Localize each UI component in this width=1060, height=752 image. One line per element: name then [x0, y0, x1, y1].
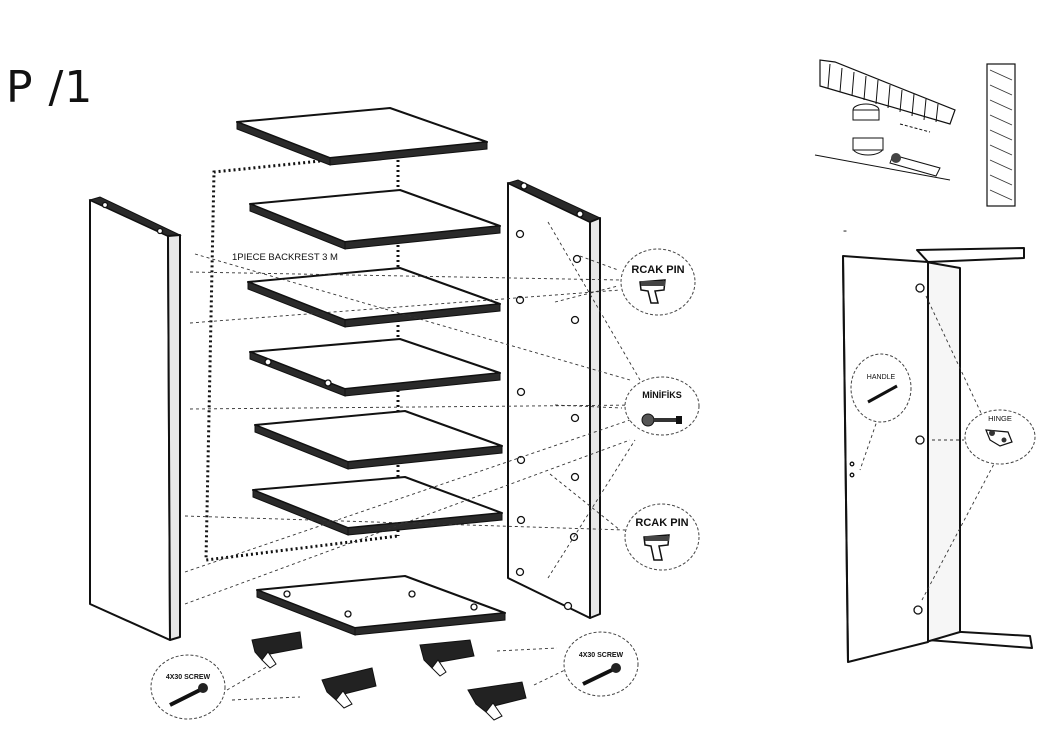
rcak-pin-label: RCAK PIN	[631, 264, 684, 276]
step-title: P /1	[6, 62, 94, 113]
minifiks-label: MİNİFİKS	[642, 390, 682, 400]
left-side-panel	[88, 196, 182, 641]
door-leader-lines	[859, 295, 996, 601]
leg	[251, 631, 303, 669]
hinge-hole	[915, 435, 925, 445]
leg	[321, 667, 377, 709]
shelf-3	[249, 338, 501, 397]
backrest-outline	[204, 158, 400, 562]
shelf-4	[254, 410, 503, 470]
screw-icon	[169, 683, 208, 707]
cam-hole	[264, 358, 272, 366]
callout-minifiks: MİNİFİKS	[624, 376, 700, 436]
leader-lines	[184, 221, 641, 701]
minifiks-icon	[641, 413, 682, 427]
handle-label: HANDLE	[867, 374, 896, 381]
handle-icon	[867, 384, 898, 404]
hinge-hole	[913, 605, 923, 615]
hinge-label: HINGE	[988, 414, 1012, 423]
shelf-2	[247, 267, 501, 328]
right-side-panel	[506, 179, 602, 619]
hinge-hole	[915, 283, 925, 293]
side-holes	[515, 182, 584, 611]
leg	[419, 639, 475, 677]
detail-cam-lock	[814, 59, 1016, 207]
screw-icon	[582, 663, 621, 686]
door-assembly	[842, 247, 1033, 663]
callout-rcak-pin-top: RCAK PIN	[620, 248, 696, 316]
screw-label: 4X30 SCREW	[579, 652, 624, 659]
cam-hole	[324, 379, 332, 387]
top-panel	[236, 107, 488, 166]
shelf-1	[249, 189, 501, 250]
hinge-icon	[985, 429, 1013, 447]
screw-label: 4X30 SCREW	[166, 674, 211, 681]
rcak-pin-icon	[643, 534, 670, 561]
cam-hole	[470, 603, 478, 611]
callout-hinge: HINGE	[964, 409, 1036, 465]
leg	[467, 681, 527, 721]
callout-handle: HANDLE	[850, 353, 912, 423]
bottom-panel	[256, 575, 506, 636]
dash-mark: -	[843, 223, 847, 237]
rcak-pin-icon	[639, 279, 666, 304]
legs	[251, 631, 527, 721]
callout-rcak-pin-bottom: RCAK PIN	[624, 503, 700, 571]
backrest-label: 1PIECE BACKREST 3 M	[232, 252, 338, 263]
callout-screw-left: 4X30 SCREW	[150, 654, 226, 720]
shelf-5	[252, 476, 503, 536]
rcak-pin-label: RCAK PIN	[635, 517, 688, 529]
callout-screw-right: 4X30 SCREW	[563, 631, 639, 697]
cam-hole	[408, 590, 416, 598]
cam-hole	[283, 590, 291, 598]
cam-hole	[344, 610, 352, 618]
